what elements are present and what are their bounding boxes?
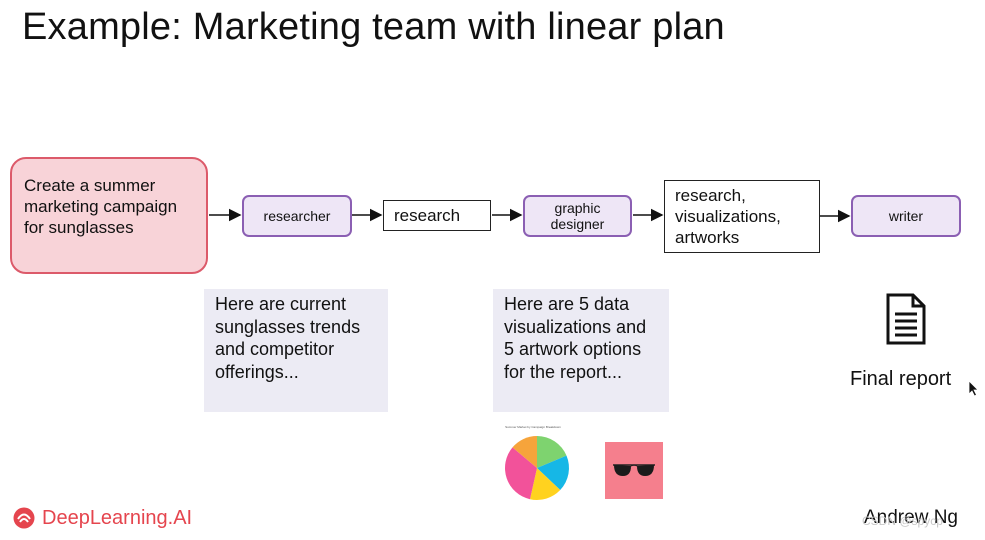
final-report-label: Final report xyxy=(850,368,952,390)
agent-writer: writer xyxy=(851,195,961,237)
sunglasses-artwork xyxy=(605,442,663,499)
pie-chart-title: Summer Market by Campaign Breakdown xyxy=(505,425,561,429)
author-name: Andrew Ng xyxy=(864,507,958,528)
agent-researcher: researcher xyxy=(242,195,352,237)
brand-name: DeepLearning.AI xyxy=(42,506,193,529)
task-box: Create a summer marketing campaign for s… xyxy=(10,157,208,274)
deeplearning-logo-icon xyxy=(13,507,35,529)
designer-output-note: Here are 5 data visualizations and 5 art… xyxy=(493,289,669,412)
pie-chart-thumbnail: Summer Market by Campaign Breakdown xyxy=(505,425,569,500)
agent-writer-label: writer xyxy=(888,208,924,224)
document-icon xyxy=(886,293,926,345)
watermark-text: CSDN @spycp xyxy=(862,514,943,528)
pie-slice-pink xyxy=(505,447,537,500)
agent-researcher-label: researcher xyxy=(263,208,331,224)
pie-slice-blue xyxy=(537,455,569,490)
pie-slice-green xyxy=(537,436,567,468)
pie-slice-orange xyxy=(512,436,537,468)
artifact-research-label: research xyxy=(394,206,461,225)
pie-chart xyxy=(505,436,569,500)
brand-logo: DeepLearning.AI xyxy=(12,506,192,530)
artifact-combined-label: research, visualizations, artworks xyxy=(675,186,781,247)
cursor-icon xyxy=(968,380,979,397)
pie-slice-yellow xyxy=(530,468,561,500)
artifact-combined: research, visualizations, artworks xyxy=(664,180,820,253)
slide-title: Example: Marketing team with linear plan xyxy=(22,6,725,48)
sunglasses-icon xyxy=(613,464,655,476)
researcher-output-note: Here are current sunglasses trends and c… xyxy=(204,289,388,412)
artifact-research: research xyxy=(383,200,491,231)
agent-graphic-designer: graphic designer xyxy=(523,195,632,237)
agent-graphic-designer-label: graphic designer xyxy=(550,200,605,232)
